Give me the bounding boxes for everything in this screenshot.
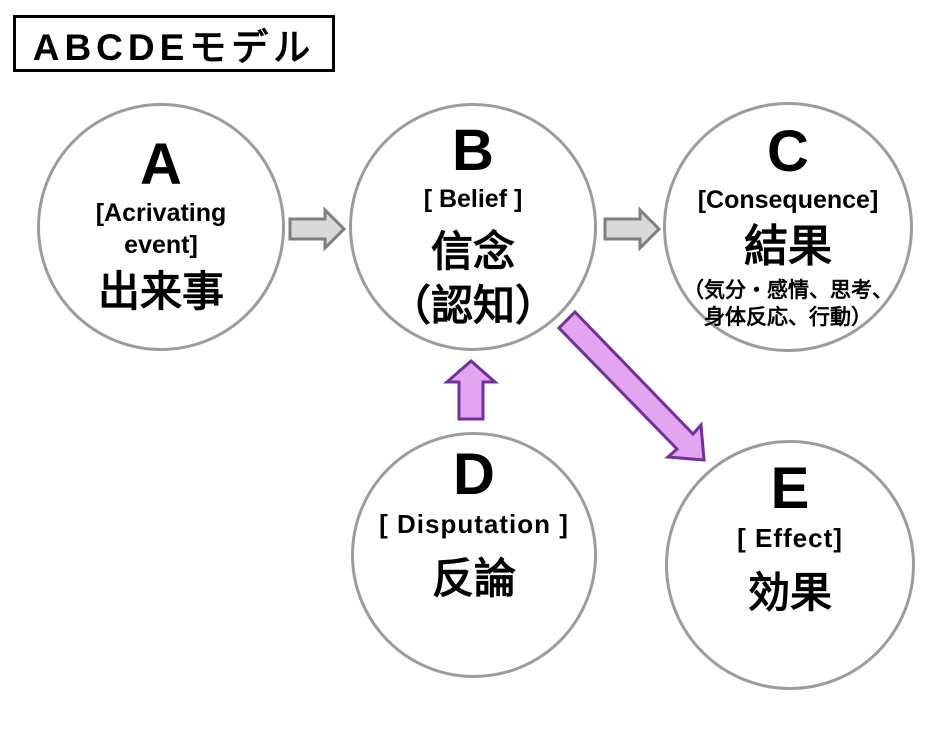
node-e-effect: E [ Effect] 効果: [665, 440, 915, 690]
node-c-sub-line1: （気分・感情、思考、: [683, 278, 893, 302]
arrow-d-to-b: [443, 359, 499, 421]
node-a-english-label: [Acrivating event]: [96, 198, 227, 261]
node-b-japanese-line1: 信念: [430, 228, 515, 276]
node-a-japanese-label: 出来事: [97, 267, 224, 315]
node-c-japanese-label: 結果: [744, 221, 832, 271]
node-d-english-label: [ Disputation ]: [379, 508, 569, 539]
node-c-letter: C: [767, 119, 809, 185]
node-c-consequence: C [Consequence] 結果 （気分・感情、思考、 身体反応、行動）: [663, 102, 913, 352]
title-box: ABCDEモデル: [13, 15, 335, 72]
node-c-english-label: [Consequence]: [697, 186, 879, 215]
node-d-letter: D: [453, 442, 495, 507]
node-a-english-line2: event]: [124, 230, 198, 259]
arrow-a-to-b: [288, 206, 347, 252]
node-b-japanese-line2: （認知）: [388, 282, 557, 330]
node-a-activating-event: A [Acrivating event] 出来事: [37, 103, 285, 351]
arrow-b-to-c: [603, 206, 662, 252]
node-b-japanese-label: 信念 （認知）: [389, 225, 557, 333]
node-a-letter: A: [140, 132, 182, 198]
node-c-sub-line2: 身体反応、行動）: [704, 306, 872, 330]
node-e-japanese-label: 効果: [747, 569, 832, 617]
node-d-japanese-label: 反論: [431, 555, 516, 603]
node-b-english-label: [ Belief ]: [423, 185, 523, 214]
diagram-title: ABCDEモデル: [32, 26, 316, 68]
node-e-english-label: [ Effect]: [737, 522, 843, 553]
node-b-belief: B [ Belief ] 信念 （認知）: [349, 103, 597, 351]
node-e-letter: E: [770, 456, 810, 521]
node-d-disputation: D [ Disputation ] 反論: [351, 432, 597, 678]
node-c-sub-label: （気分・感情、思考、 身体反応、行動）: [683, 277, 893, 332]
node-a-english-line1: [Acrivating: [95, 199, 227, 228]
arrow-b-to-e: [556, 309, 706, 462]
node-b-letter: B: [452, 118, 494, 184]
